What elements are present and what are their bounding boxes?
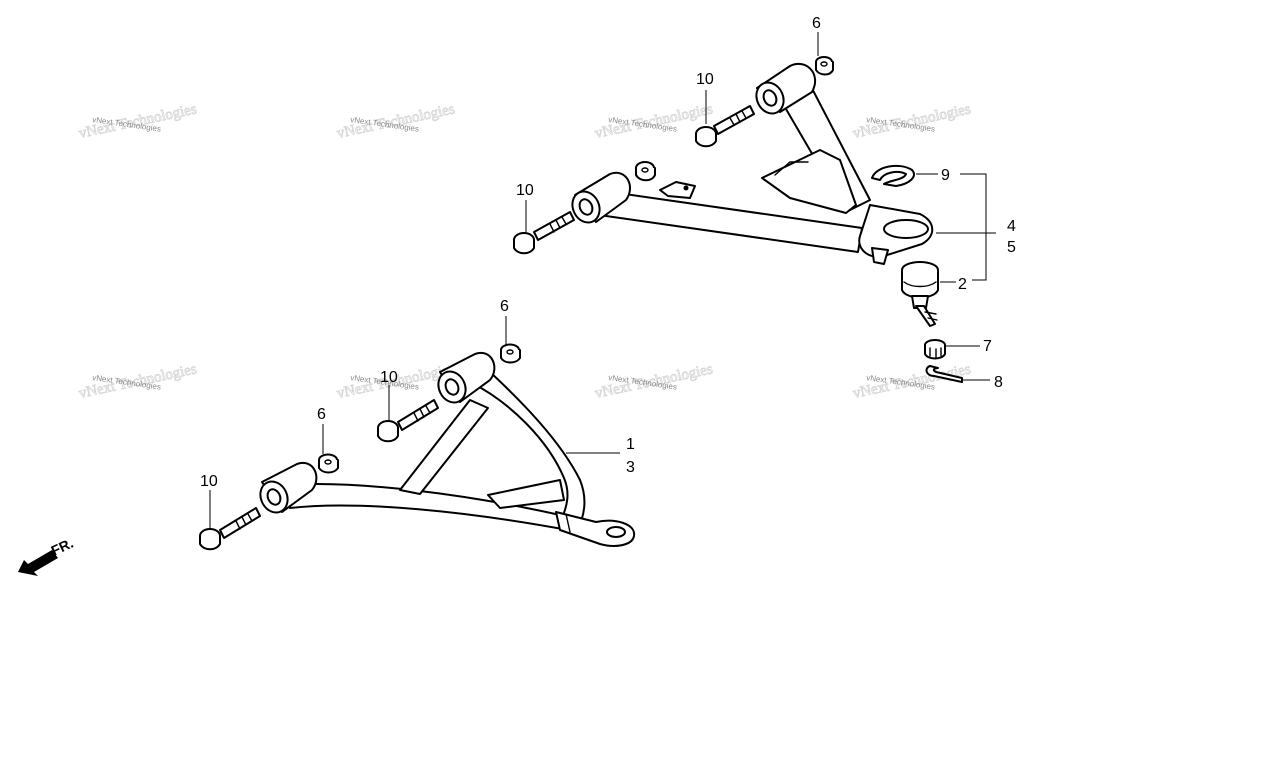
ball-joint[interactable] bbox=[901, 261, 939, 327]
leader-lines bbox=[209, 32, 996, 528]
front-label: FR. bbox=[49, 535, 76, 559]
callout-10-upper-left: 10 bbox=[516, 182, 534, 199]
flange-bolt[interactable] bbox=[199, 507, 261, 551]
hardware-upper[interactable] bbox=[513, 56, 834, 255]
callout-9: 9 bbox=[941, 167, 950, 184]
callouts: 6 10 10 9 4 5 2 7 8 6 10 6 1 3 10 bbox=[200, 15, 1016, 490]
callout-1: 1 bbox=[626, 436, 635, 453]
flange-nut[interactable] bbox=[318, 453, 339, 474]
watermark: vNext Technologies vNext Technologies bbox=[851, 101, 973, 142]
flange-nut[interactable] bbox=[635, 161, 656, 182]
callout-10-mid: 10 bbox=[380, 369, 398, 386]
watermark: vNext Technologies vNext Technologies bbox=[77, 101, 199, 142]
watermark: vNext Technologies vNext Technologies bbox=[593, 361, 715, 402]
callout-7: 7 bbox=[983, 338, 992, 355]
watermark: vNext Technologies vNext Technologies bbox=[851, 361, 973, 402]
flange-bolt[interactable] bbox=[377, 399, 439, 443]
upper-arm[interactable] bbox=[567, 63, 934, 265]
circlip[interactable] bbox=[871, 164, 915, 187]
callout-2: 2 bbox=[958, 276, 967, 293]
flange-bolt[interactable] bbox=[513, 211, 575, 255]
front-direction-indicator: FR. bbox=[18, 535, 76, 576]
front-arrow-icon bbox=[18, 550, 58, 576]
cotter-pin[interactable] bbox=[925, 365, 963, 383]
flange-nut[interactable] bbox=[500, 343, 521, 364]
castle-nut[interactable] bbox=[924, 339, 946, 360]
callout-5: 5 bbox=[1007, 239, 1016, 256]
watermark: vNext Technologies vNext Technologies bbox=[77, 361, 199, 402]
callout-10-low: 10 bbox=[200, 473, 218, 490]
callout-3: 3 bbox=[626, 459, 635, 476]
lower-arm[interactable] bbox=[255, 351, 636, 547]
callout-6-top: 6 bbox=[812, 15, 821, 32]
flange-bolt[interactable] bbox=[695, 105, 755, 148]
callout-6-mid: 6 bbox=[500, 298, 509, 315]
callout-8: 8 bbox=[994, 374, 1003, 391]
callout-6-low: 6 bbox=[317, 406, 326, 423]
callout-4: 4 bbox=[1007, 218, 1016, 235]
flange-nut[interactable] bbox=[815, 56, 834, 76]
watermark: vNext Technologies vNext Technologies bbox=[335, 101, 457, 142]
hardware-lower[interactable] bbox=[199, 343, 521, 551]
callout-10-top: 10 bbox=[696, 71, 714, 88]
